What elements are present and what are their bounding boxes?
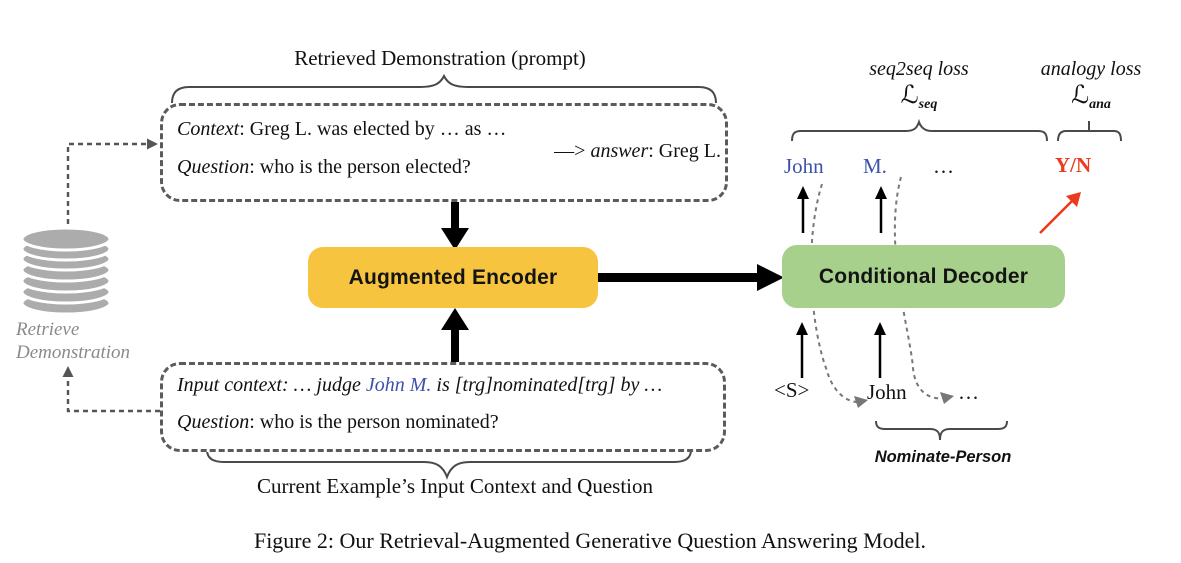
analogy-token-yn: Y/N: [1055, 153, 1092, 177]
seq2seq-subscript: seq: [918, 97, 938, 112]
retrieve-connector-bottom-arrowhead: [62, 366, 74, 377]
seq2seq-loss-bracket: [791, 118, 1048, 142]
input-question-label: Question: [177, 411, 250, 433]
feedback-curves: [810, 176, 944, 403]
output-arrowhead-1: [797, 186, 809, 199]
retrieve-demo-label-line2: Demonstration: [16, 342, 130, 363]
input-question-text: : who is the person nominated?: [249, 411, 499, 433]
relation-bracket: [875, 420, 1008, 441]
analogy-loss-title: analogy loss: [1040, 58, 1142, 80]
analogy-arrowhead: [1066, 192, 1081, 207]
database-icon: [20, 226, 112, 316]
demo-context-line: Context: Greg L. was elected by … as …: [177, 118, 506, 141]
retrieved-demo-title: Retrieved Demonstration (prompt): [294, 46, 586, 70]
decoder-label: Conditional Decoder: [818, 264, 1029, 288]
retrieve-demo-label-line1: Retrieve: [16, 319, 80, 340]
seq2seq-script-L: ℒ: [900, 80, 919, 109]
conditional-decoder-box: Conditional Decoder: [782, 245, 1065, 308]
retrieve-connector-bottom: [66, 375, 160, 413]
figure-caption: Figure 2: Our Retrieval-Augmented Genera…: [253, 528, 927, 553]
input-arrowhead-2: [874, 322, 886, 335]
top-box-brace: [171, 73, 717, 104]
answer-arrow-glyph: —>: [554, 140, 591, 162]
input-entity: John M.: [365, 374, 432, 396]
decoder-output-arrows: [801, 197, 883, 233]
question-text: : who is the person elected?: [249, 156, 471, 178]
seq2seq-loss-title: seq2seq loss: [869, 58, 969, 80]
question-label: Question: [177, 156, 250, 178]
demo-question-line: Question: who is the person elected?: [177, 156, 471, 179]
analogy-loss-bracket: [1057, 121, 1122, 142]
input-token-john: John: [867, 380, 907, 404]
analogy-script-L: ℒ: [1071, 80, 1090, 109]
arrow-encoder-to-decoder: [598, 264, 784, 291]
input-context-label: Input context:: [177, 374, 289, 396]
feedback-arrowhead-2: [940, 392, 954, 404]
relation-label: Nominate-Person: [874, 448, 1012, 466]
answer-label: answer: [590, 140, 649, 162]
current-input-box: Input context: … judge John M. is [trg]n…: [160, 362, 726, 452]
output-token-john: John: [784, 154, 824, 178]
context-text: : Greg L. was elected by … as …: [239, 118, 507, 140]
demo-answer-line: —> answer: Greg L.: [554, 140, 721, 163]
analogy-subscript: ana: [1089, 97, 1111, 112]
feedback-arrowhead-1: [854, 396, 868, 408]
input-question-line: Question: who is the person nominated?: [177, 411, 499, 434]
decoder-input-arrows: [800, 333, 882, 378]
retrieve-connector-top: [66, 142, 149, 224]
context-label: Context: [177, 118, 240, 140]
input-token-start: <S>: [774, 378, 810, 402]
analogy-arrow: [1039, 200, 1073, 234]
input-context-pre: … judge: [288, 374, 366, 396]
retrieve-demo-label: Retrieve Demonstration: [16, 318, 130, 364]
bottom-box-brace: [206, 449, 692, 480]
augmented-encoder-box: Augmented Encoder: [308, 247, 598, 308]
arrow-input-to-encoder: [441, 308, 469, 362]
retrieved-demo-box: Context: Greg L. was elected by … as … Q…: [160, 103, 728, 202]
input-arrowhead-1: [796, 322, 808, 335]
input-ellipsis: …: [958, 380, 979, 404]
output-arrowhead-2: [875, 186, 887, 199]
input-context-line: Input context: … judge John M. is [trg]n…: [177, 374, 662, 397]
encoder-label: Augmented Encoder: [348, 265, 558, 289]
input-context-post: is [trg]nominated[trg] by …: [431, 374, 663, 396]
analogy-loss-symbol: ℒana: [1016, 80, 1166, 113]
current-example-caption: Current Example’s Input Context and Ques…: [256, 474, 654, 498]
arrow-demo-to-encoder: [441, 196, 469, 250]
output-token-m: M.: [863, 154, 887, 178]
retrieve-connector-top-arrowhead: [147, 138, 158, 150]
seq2seq-loss-symbol: ℒseq: [845, 80, 993, 113]
answer-text: : Greg L.: [648, 140, 721, 162]
output-ellipsis: …: [933, 154, 954, 178]
